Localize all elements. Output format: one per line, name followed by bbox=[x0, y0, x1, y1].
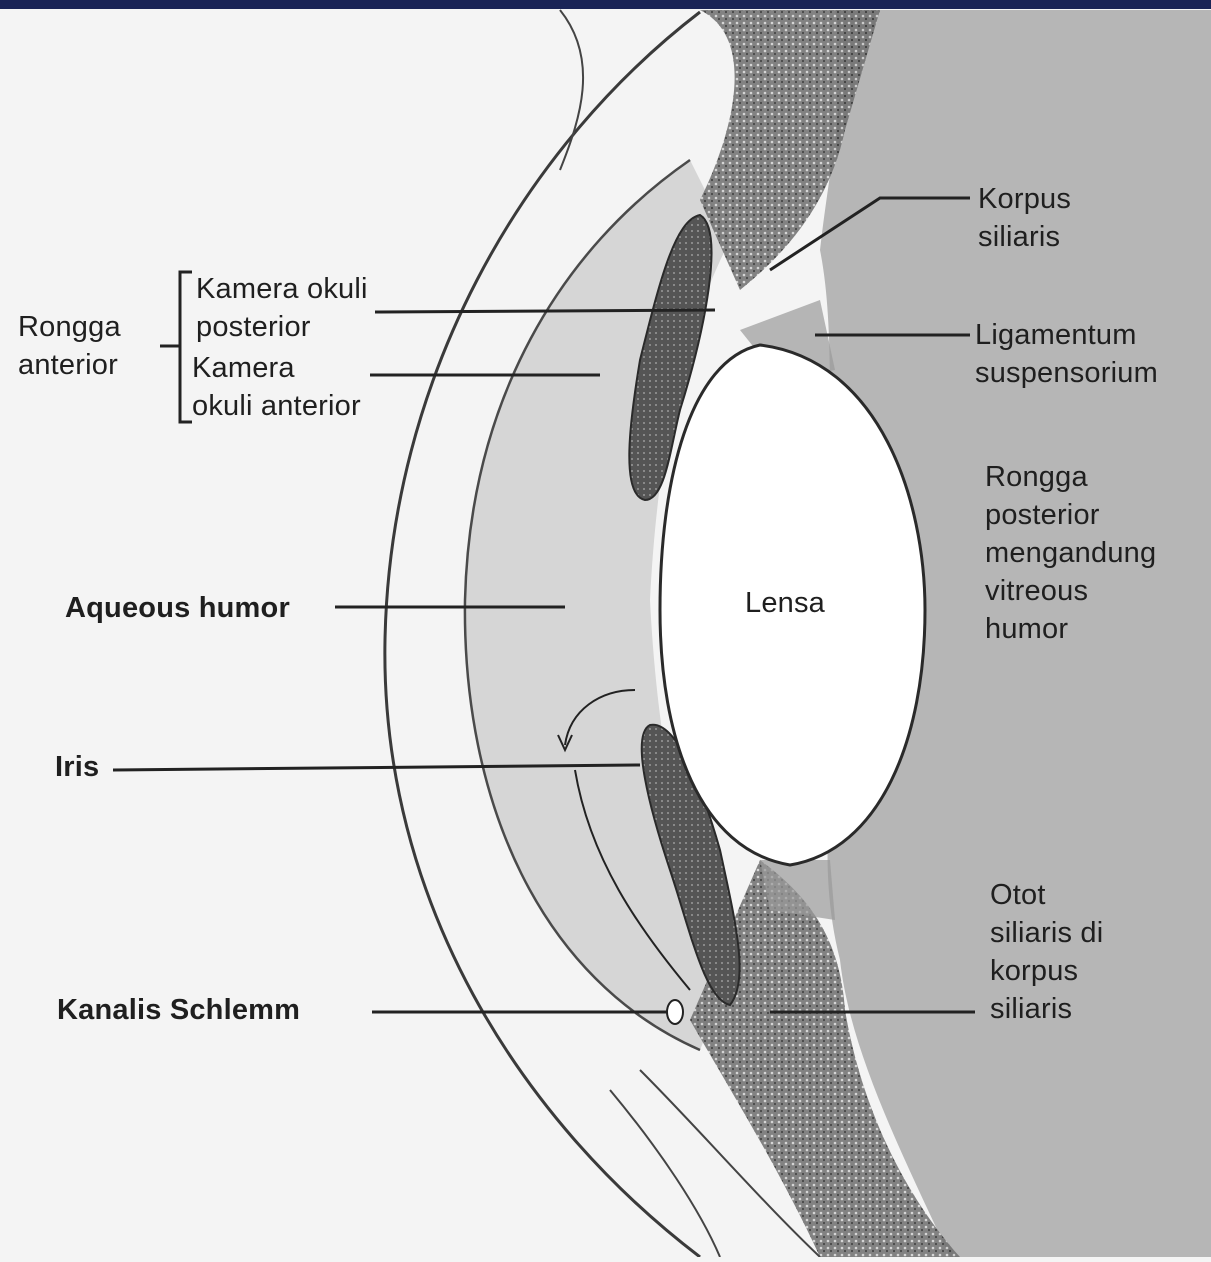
label-kamera-okuli-anterior: Kamera okuli anterior bbox=[192, 349, 361, 425]
label-otot-siliaris: Otot siliaris di korpus siliaris bbox=[990, 876, 1103, 1028]
label-kamera-okuli-posterior: Kamera okuli posterior bbox=[196, 270, 368, 346]
label-iris: Iris bbox=[55, 748, 99, 786]
label-aqueous-humor: Aqueous humor bbox=[65, 589, 290, 627]
schlemm-canal bbox=[667, 1000, 683, 1024]
label-rongga-posterior: Rongga posterior mengandung vitreous hum… bbox=[985, 458, 1156, 648]
label-rongga-anterior: Rongga anterior bbox=[18, 308, 121, 384]
label-lensa: Lensa bbox=[745, 584, 825, 622]
label-kanalis-schlemm: Kanalis Schlemm bbox=[57, 991, 300, 1029]
label-ligamentum-suspensorium: Ligamentum suspensorium bbox=[975, 316, 1158, 392]
leader-kamera-okuli-posterior bbox=[375, 310, 715, 312]
bracket-rongga-anterior bbox=[180, 272, 192, 422]
label-korpus-siliaris: Korpus siliaris bbox=[978, 180, 1071, 256]
